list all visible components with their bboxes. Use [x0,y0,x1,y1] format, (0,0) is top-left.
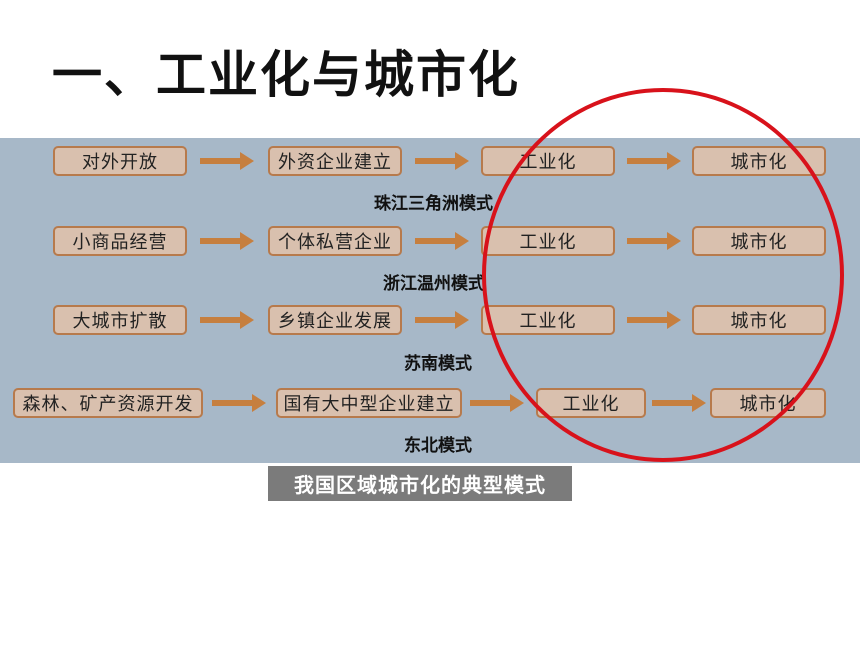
row2-step1: 小商品经营 [53,226,187,256]
mode-label-row1: 珠江三角洲模式 [374,194,493,214]
arrow-icon [212,394,266,412]
arrow-icon [415,311,469,329]
diagram-caption: 我国区域城市化的典型模式 [268,466,572,501]
page-title: 一、工业化与城市化 [52,46,520,104]
row4-step2: 国有大中型企业建立 [276,388,462,418]
arrow-icon [200,311,254,329]
mode-label-row2: 浙江温州模式 [383,274,485,294]
row3-step1: 大城市扩散 [53,305,187,335]
mode-label-row4: 东北模式 [404,436,472,456]
arrow-icon [415,152,469,170]
row2-step2: 个体私营企业 [268,226,402,256]
row1-step1: 对外开放 [53,146,187,176]
arrow-icon [200,232,254,250]
arrow-icon [470,394,524,412]
arrow-icon [200,152,254,170]
highlight-circle [482,88,844,462]
row4-step1: 森林、矿产资源开发 [13,388,203,418]
row1-step2: 外资企业建立 [268,146,402,176]
mode-label-row3: 苏南模式 [404,354,472,374]
arrow-icon [415,232,469,250]
row3-step2: 乡镇企业发展 [268,305,402,335]
